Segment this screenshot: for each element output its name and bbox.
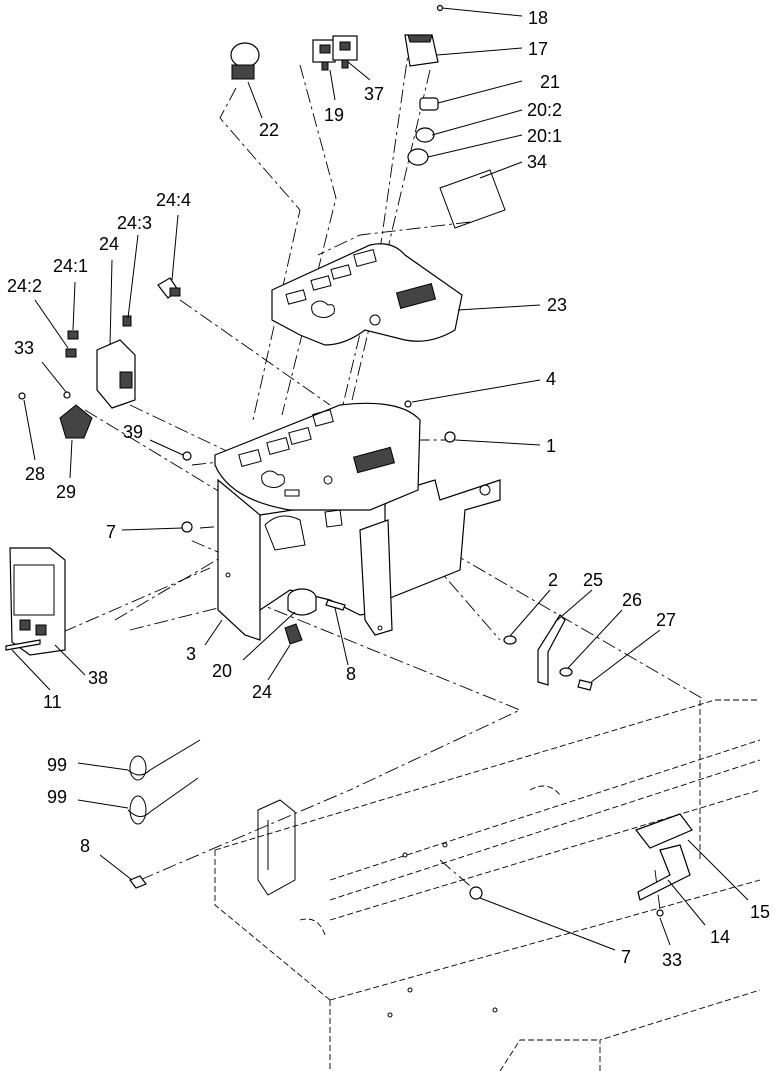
nut-7-bot (469, 886, 483, 900)
connector-24 (284, 623, 303, 645)
callout-3: 3 (186, 644, 196, 664)
chassis-frame (214, 699, 761, 1071)
nut-39 (182, 451, 192, 461)
callout-99-a: 99 (47, 755, 67, 775)
screw-18 (436, 4, 444, 12)
callout-38: 38 (88, 668, 108, 688)
nut-7-top (181, 521, 193, 533)
switch-19-37 (312, 35, 358, 71)
screw-28 (18, 392, 26, 400)
bolt-8-mid (325, 599, 346, 611)
cable-tie-99-b (127, 777, 199, 825)
callout-24-4: 24:4 (156, 190, 191, 210)
callout-20: 20 (212, 661, 232, 681)
bolt-27 (577, 679, 593, 691)
callout-34: 34 (527, 152, 547, 172)
callout-20-2: 20:2 (527, 100, 562, 120)
callout-19: 19 (324, 105, 344, 125)
screw-4 (404, 400, 412, 408)
callout-17: 17 (528, 39, 548, 59)
block-29 (59, 404, 93, 439)
callout-24-bot: 24 (252, 682, 272, 702)
callout-7-top: 7 (106, 522, 116, 542)
callout-33-bot: 33 (662, 950, 682, 970)
callout-24-2: 24:2 (7, 276, 42, 296)
ignition-switch-20 (287, 588, 317, 616)
decal-34 (439, 169, 506, 229)
callout-27: 27 (656, 610, 676, 630)
callout-23: 23 (547, 295, 567, 315)
bolt-8-bot (129, 875, 147, 889)
washer-20-1 (407, 148, 429, 166)
plate-15 (635, 813, 693, 849)
nut-33-top (63, 391, 71, 399)
callout-25: 25 (583, 570, 603, 590)
callout-29: 29 (56, 482, 76, 502)
callout-labels: 18 17 21 20:2 20:1 34 22 19 37 24:4 24:3… (7, 8, 770, 970)
callout-24-1: 24:1 (53, 256, 88, 276)
nut-21 (419, 97, 439, 111)
callout-7-bot: 7 (621, 947, 631, 967)
callout-21: 21 (540, 72, 560, 92)
callout-24-3: 24:3 (117, 213, 152, 233)
callout-1: 1 (546, 436, 556, 456)
callout-39: 39 (123, 422, 143, 442)
callout-28: 28 (25, 464, 45, 484)
callout-8-mid: 8 (346, 664, 356, 684)
callout-26: 26 (622, 590, 642, 610)
callout-99-b: 99 (47, 787, 67, 807)
callout-24-top: 24 (99, 234, 119, 254)
main-bracket (217, 478, 501, 641)
callout-2: 2 (548, 570, 558, 590)
callout-15: 15 (750, 902, 770, 922)
module-38 (9, 547, 66, 656)
switch-housing-24 (96, 339, 136, 409)
callout-4: 4 (546, 369, 556, 389)
clip-24-3 (122, 315, 132, 327)
clip-24-2 (65, 348, 77, 358)
callout-22: 22 (259, 120, 279, 140)
callout-11: 11 (43, 692, 62, 712)
nut-1 (444, 431, 456, 443)
light-24-4 (157, 277, 181, 299)
callout-14: 14 (710, 927, 730, 947)
cable-tie-99-a (127, 739, 201, 781)
control-plate-decal-23 (271, 243, 463, 346)
bracket-25 (537, 614, 566, 686)
washer-20-2 (415, 127, 435, 143)
key-cap-17 (404, 34, 439, 67)
nut-33-bot (656, 909, 664, 917)
callout-33-top: 33 (14, 338, 34, 358)
knob-22 (230, 42, 260, 80)
clip-24-1 (67, 330, 79, 340)
washer-2 (503, 635, 517, 645)
washer-26 (559, 667, 573, 677)
callout-20-1: 20:1 (527, 126, 562, 146)
callout-leaders (11, 7, 749, 951)
callout-8-bot: 8 (80, 836, 90, 856)
control-plate-lower (214, 402, 421, 511)
callout-18: 18 (528, 8, 548, 28)
callout-37: 37 (364, 84, 384, 104)
bolt-11 (5, 639, 41, 651)
bracket-14 (637, 844, 691, 901)
